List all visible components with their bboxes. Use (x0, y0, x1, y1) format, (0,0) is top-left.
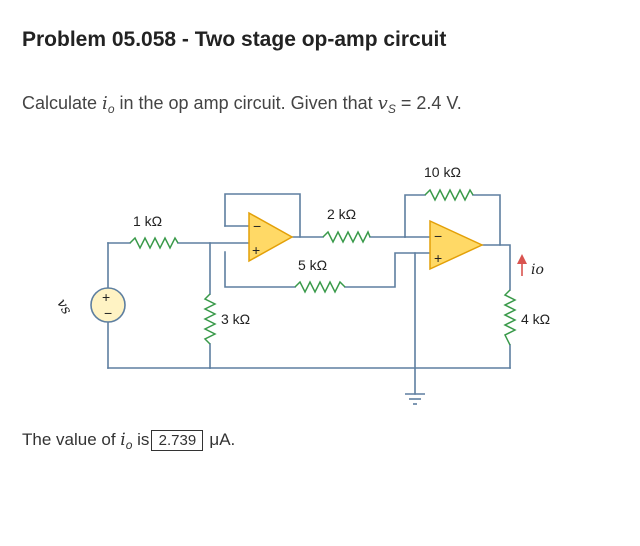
wire-oa2-out (481, 244, 511, 291)
wire-5k-left (224, 251, 296, 288)
source-plus: + (102, 289, 110, 305)
label-3k: 3 kΩ (221, 311, 250, 327)
resistor-2k (322, 230, 371, 244)
question-mid: in the op amp circuit. Given that (114, 93, 378, 113)
given-value: = 2.4 V. (395, 93, 462, 113)
answer-var: i (120, 430, 126, 450)
problem-title: Problem 05.058 - Two stage op-amp circui… (22, 28, 447, 51)
resistor-5k (294, 280, 346, 294)
wire-oa2-minus-top (404, 194, 426, 238)
wire-oa1-feedback (224, 193, 301, 238)
given-var: v (377, 93, 388, 114)
resistor-10k (424, 188, 474, 202)
answer-is: is (132, 430, 150, 449)
question-prefix: Calculate (22, 93, 103, 113)
wire-5k-right (344, 252, 431, 288)
resistor-3k (203, 293, 217, 345)
answer-prefix: The value of (22, 430, 121, 449)
question-var-sub: o (107, 102, 115, 116)
label-io: io (531, 262, 544, 278)
question-text: Calculate io in the op amp circuit. Give… (22, 93, 462, 116)
label-1k: 1 kΩ (133, 213, 162, 229)
opamp-2-plus: + (434, 250, 442, 266)
label-10k: 10 kΩ (424, 164, 461, 180)
given-var-sub: S (387, 102, 396, 116)
opamp-2-minus: − (434, 228, 442, 244)
opamp-1-minus: − (253, 218, 261, 234)
label-4k: 4 kΩ (521, 311, 550, 327)
voltage-source (90, 287, 126, 323)
opamp-1-plus: + (252, 242, 260, 258)
ground-symbol (405, 393, 425, 405)
label-5k: 5 kΩ (298, 257, 327, 273)
source-minus: − (104, 305, 112, 321)
wire-10k-right (472, 194, 501, 246)
label-2k: 2 kΩ (327, 206, 356, 222)
resistor-4k (503, 289, 517, 346)
question-var: i (102, 93, 108, 114)
answer-var-sub: o (125, 438, 133, 452)
current-arrow-head (517, 254, 527, 264)
label-vs: vs (53, 296, 74, 317)
answer-input[interactable]: 2.739 (151, 430, 204, 451)
opamp-1 (248, 211, 294, 263)
opamp-2 (429, 219, 484, 271)
answer-unit: μA. (209, 430, 236, 449)
resistor-1k (129, 236, 179, 250)
